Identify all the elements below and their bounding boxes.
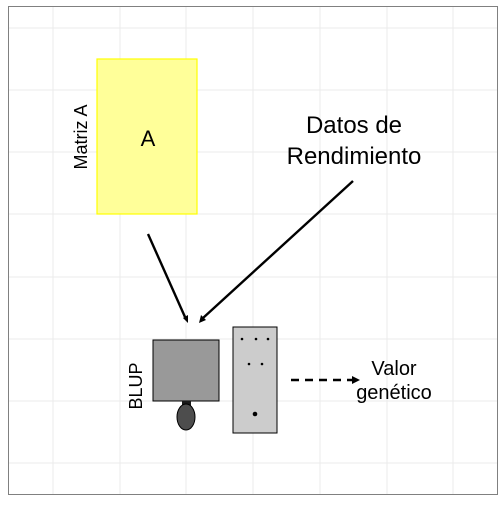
- tower-led: [266, 337, 270, 341]
- mouse-icon: [176, 403, 196, 431]
- blup-monitor: [152, 339, 220, 402]
- tower-led: [247, 362, 251, 366]
- matrix-arrow-head: [183, 315, 188, 323]
- blup-label: BLUP: [126, 362, 146, 409]
- data-arrow-head: [199, 315, 206, 323]
- output-label-line2: genético: [356, 382, 432, 404]
- performance-data-label-line2: Rendimiento: [287, 143, 422, 170]
- grid: [9, 7, 497, 494]
- matrix-to-blup-arrow: [146, 233, 187, 318]
- tower-power-button: [252, 411, 258, 417]
- matrix-a-box: [96, 58, 198, 215]
- matrix-a-letter: A: [141, 126, 156, 151]
- output-label-line1: Valor: [371, 358, 417, 380]
- performance-data-label-line1: Datos de: [306, 112, 402, 139]
- computer-tower: [232, 326, 278, 434]
- tower-led: [260, 362, 264, 366]
- tower-led: [254, 337, 258, 341]
- output-arrow-head: [352, 376, 360, 384]
- matrix-a-label: Matriz A: [71, 104, 91, 169]
- data-to-blup-arrow: [202, 180, 354, 319]
- tower-led: [240, 337, 244, 341]
